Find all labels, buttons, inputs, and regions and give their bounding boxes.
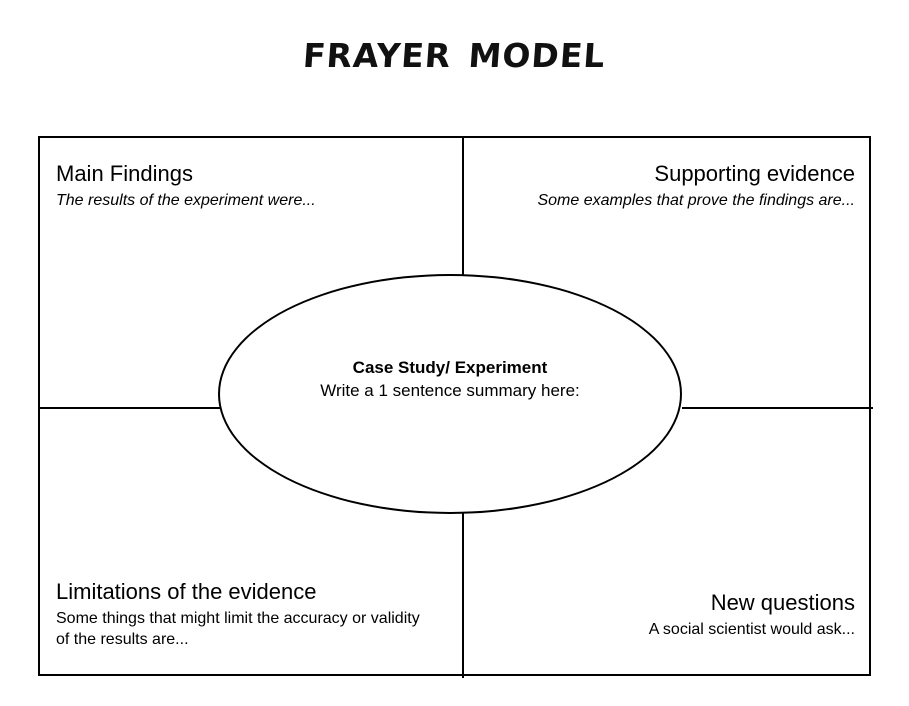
- page-title: Frayer Model: [301, 24, 608, 79]
- divider-vertical-bottom: [462, 510, 464, 678]
- divider-horizontal-left: [40, 407, 220, 409]
- quadrant-new-questions[interactable]: New questions A social scientist would a…: [464, 410, 873, 678]
- center-prompt: Write a 1 sentence summary here:: [320, 381, 580, 400]
- quadrant-supporting-evidence[interactable]: Supporting evidence Some examples that p…: [464, 138, 873, 408]
- divider-horizontal-right: [682, 407, 873, 409]
- quadrant-heading-new-questions: New questions: [710, 590, 855, 615]
- center-title: Case Study/ Experiment: [352, 358, 548, 377]
- quadrant-main-findings[interactable]: Main Findings The results of the experim…: [40, 138, 462, 408]
- quadrant-subtitle-new-questions: A social scientist would ask...: [648, 621, 855, 638]
- center-ellipse[interactable]: Case Study/ Experiment Write a 1 sentenc…: [218, 274, 682, 514]
- frayer-model-frame: Main Findings The results of the experim…: [38, 136, 873, 678]
- quadrant-subtitle-main-findings: The results of the experiment were...: [56, 192, 316, 209]
- quadrant-heading-supporting-evidence: Supporting evidence: [654, 161, 855, 186]
- quadrant-subtitle-limitations-of-the-evidence: Some things that might limit the accurac…: [56, 610, 420, 648]
- quadrant-limitations-of-the-evidence[interactable]: Limitations of the evidence Some things …: [40, 410, 462, 678]
- center-ellipse-text: Case Study/ Experiment Write a 1 sentenc…: [320, 357, 580, 403]
- divider-vertical-top: [462, 138, 464, 279]
- quadrant-subtitle-supporting-evidence: Some examples that prove the findings ar…: [537, 192, 855, 209]
- quadrant-heading-limitations-of-the-evidence: Limitations of the evidence: [56, 579, 317, 604]
- quadrant-heading-main-findings: Main Findings: [56, 161, 193, 186]
